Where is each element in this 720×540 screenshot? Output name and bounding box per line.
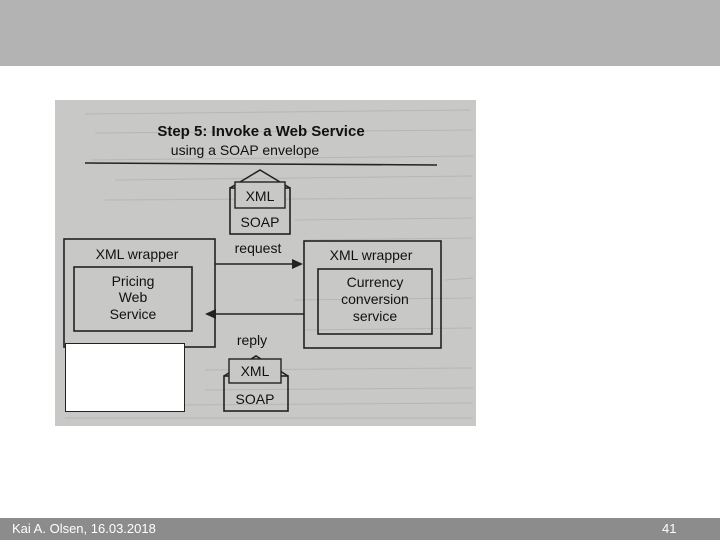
envelope-top-inner-label: XML [246,188,275,204]
diagram-title-line1: Step 5: Invoke a Web Service [157,123,364,140]
reply-arrow: reply [205,309,304,348]
currency-service-line3: service [353,308,398,324]
pricing-service-line2: Web [119,289,148,305]
left-xml-wrapper: XML wrapper Pricing Web Service [63,238,216,348]
pricing-service-line3: Service [110,306,157,322]
request-label: request [235,240,282,256]
page-number: 41 [662,521,677,536]
left-wrapper-label: XML wrapper [96,246,179,262]
request-arrow: request [215,240,303,269]
footer-author-date: Kai A. Olsen, 16.03.2018 [12,521,156,536]
diagram-title-line2: using a SOAP envelope [171,142,320,158]
reply-label: reply [237,332,267,348]
slide-footer-band [0,518,720,540]
slide-header-band [0,0,720,66]
envelope-bottom-outer-label: SOAP [236,391,275,407]
envelope-top-outer-label: SOAP [241,214,280,230]
pricing-service-line1: Pricing [112,273,155,289]
title-divider [84,162,438,166]
envelope-bottom: XML SOAP [223,355,289,412]
scanned-diagram: Step 5: Invoke a Web Service using a SOA… [55,100,476,426]
currency-service-line1: Currency [347,274,404,290]
envelope-bottom-inner-label: XML [241,363,270,379]
envelope-top: XML SOAP [229,169,291,235]
blank-overlay-box [65,343,185,412]
currency-service-line2: conversion [341,291,409,307]
right-wrapper-label: XML wrapper [330,247,413,263]
right-xml-wrapper: XML wrapper Currency conversion service [303,240,442,349]
